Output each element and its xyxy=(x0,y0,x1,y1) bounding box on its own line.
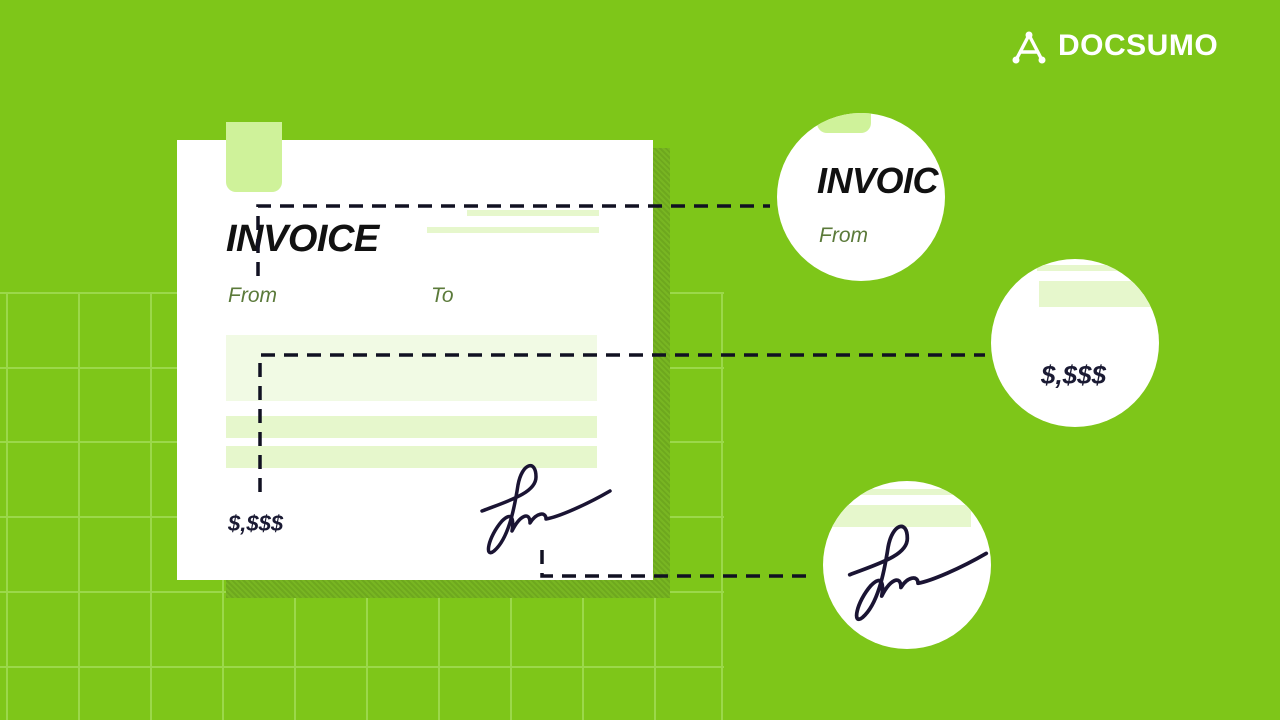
zoom-circle-signature xyxy=(823,481,991,649)
zoom-circle-title: INVOIC From xyxy=(777,113,945,281)
zoom-circle-amount: $,$$$ xyxy=(991,259,1159,427)
header-placeholder-bar xyxy=(467,210,599,216)
zoom-bar xyxy=(823,489,991,495)
zoom-from-label: From xyxy=(819,224,868,247)
invoice-amount: $,$$$ xyxy=(228,511,284,536)
brand-logo xyxy=(1010,28,1240,68)
zoom-bar xyxy=(823,505,971,527)
header-placeholder-bar xyxy=(427,227,599,233)
docsumo-logo-icon xyxy=(1012,31,1046,64)
line-item-bar xyxy=(226,416,597,438)
zoom-invoice-title: INVOIC xyxy=(817,160,939,201)
zoom-clip-tab xyxy=(817,113,871,133)
to-label: To xyxy=(431,284,454,307)
from-label: From xyxy=(228,284,277,307)
line-items-block xyxy=(226,335,597,401)
zoom-bar xyxy=(1037,265,1159,271)
paper-clip-tab xyxy=(226,122,282,192)
brand-name: DOCSUMO xyxy=(1058,29,1219,62)
signature-icon xyxy=(480,464,612,555)
zoom-amount: $,$$$ xyxy=(1041,360,1107,390)
zoom-signature-icon xyxy=(847,524,989,622)
invoice-title: INVOICE xyxy=(226,218,379,260)
zoom-bar xyxy=(1039,281,1159,307)
